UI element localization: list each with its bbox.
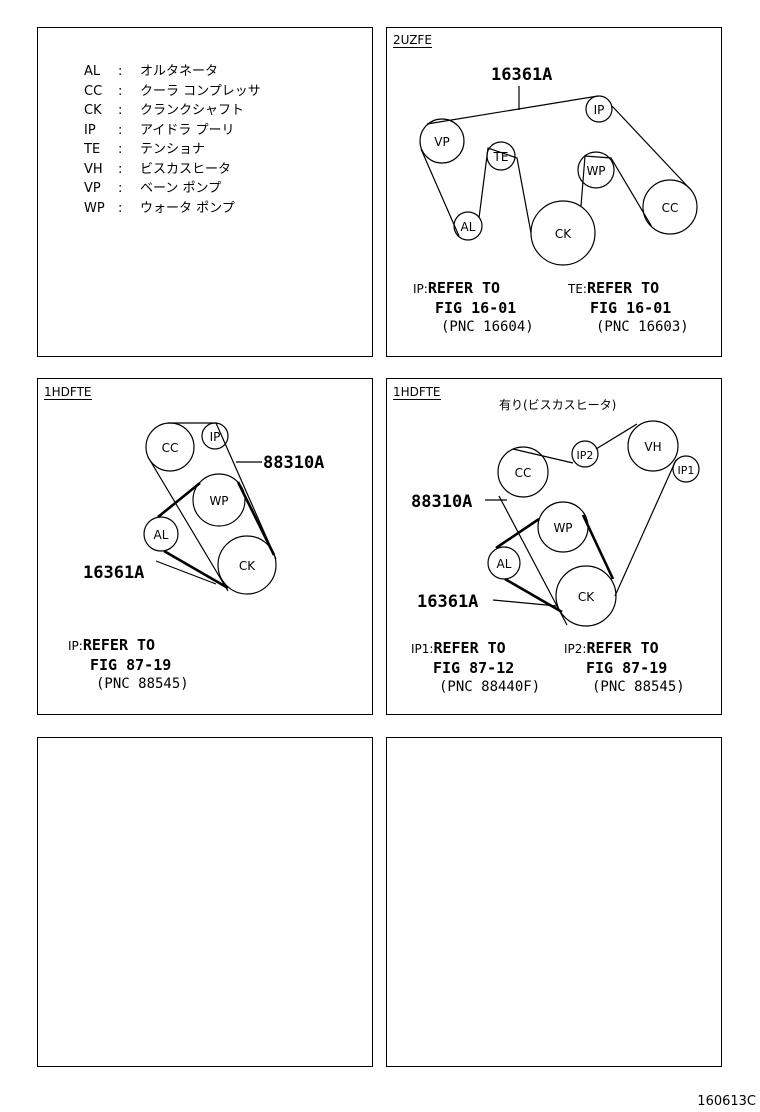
legend-sep: : [118,181,123,196]
legend-name: クーラ コンプレッサ [140,83,261,99]
belt-path-inner [495,514,615,614]
part-number: 16361A [491,65,552,85]
pulley-label-cc: CC [515,466,532,480]
pulley-label-wp: WP [553,521,572,535]
pulley-label-wp: WP [209,494,228,508]
legend-name: ビスカスヒータ [140,161,232,177]
pulley-label-al: AL [461,220,476,234]
legend-row: CK: クランクシャフト [84,101,261,121]
legend-name: ウォータ ポンプ [140,200,235,216]
pulley-label-vp: VP [434,135,449,149]
pulley-label-ip2: IP2 [577,449,594,462]
pulley-label-te: TE [493,150,509,164]
pulley-label-al: AL [154,528,169,542]
part-number-88310a: 88310A [263,453,324,473]
leader-line [485,499,558,607]
belt-path [420,95,692,237]
legend-panel: AL: オルタネータ CC: クーラ コンプレッサ CK: クランクシャフト IP: ア… [37,27,373,357]
reference-ip2: IP2:REFER TO FIG 87-19 (PNC 88545) [564,639,685,695]
reference-ip1: IP1:REFER TO FIG 87-12 (PNC 88440F) [411,639,541,695]
pulley-vp [419,118,465,164]
part-number-16361a: 16361A [417,592,478,612]
pulley-vh [627,420,679,472]
legend-name: テンショナ [140,142,206,157]
pulley-ck [555,565,617,627]
belt-path-outer [498,423,677,626]
diagram-1hdfte-vh-panel: 1HDFTE 有り(ビスカスヒータ) CC IP2 VH IP1 WP AL C… [386,378,722,715]
legend-code: AL [84,64,101,79]
pulley-label-ck: CK [578,590,595,604]
pulley-cc [497,446,549,498]
legend-sep: : [118,83,123,99]
pulley-label-ck: CK [555,227,572,241]
pulley-cc [642,179,698,235]
empty-panel-left [37,737,373,1067]
empty-panel-right [386,737,722,1067]
leader-line [155,461,262,585]
pulley-ip2 [571,440,599,468]
pulley-al [487,546,521,580]
legend-row: VH: ビスカスヒータ [84,160,261,180]
pulley-label-wp: WP [586,164,605,178]
belt-diagram-1hdfte: CC IP WP AL CK 88310A 16361A [83,422,324,595]
pulley-wp [577,151,615,189]
legend-name: クランクシャフト [140,103,245,118]
legend-code: VH [84,161,103,177]
figure-code: 160613C [697,1094,756,1109]
legend-code: IP [84,122,96,138]
pulley-label-ip: IP [594,103,605,117]
engine-tag: 1HDFTE [44,385,92,400]
reference-ip: IP:REFER TO FIG 87-19 (PNC 88545) [68,636,189,692]
legend-row: CC: クーラ コンプレッサ [84,82,261,102]
pulley-label-ip: IP [210,430,221,444]
legend-name: オルタネータ [140,64,219,79]
legend-sep: : [118,200,123,216]
legend-code: TE [84,142,101,157]
legend-row: VP: ベーン ポンプ [84,179,261,199]
belt-diagram-1hdfte-vh: CC IP2 VH IP1 WP AL CK 88310A 16361A [411,420,700,627]
legend-sep: : [118,122,123,138]
reference-te: TE:REFER TO FIG 16-01 (PNC 16603) [568,279,689,335]
pulley-ip1 [672,455,700,483]
part-number-88310a: 88310A [411,492,472,512]
pulley-label-cc: CC [662,201,679,215]
legend-name: アイドラ プーリ [140,122,235,138]
legend-code: CC [84,83,103,99]
belt-diagram-2uzfe: IP VP TE AL CK WP CC 16361A [419,65,698,266]
part-number-16361a: 16361A [83,563,144,583]
pulley-ck [217,535,277,595]
pulley-label-al: AL [497,557,512,571]
reference-ip: IP:REFER TO FIG 16-01 (PNC 16604) [413,279,534,335]
legend-list: AL: オルタネータ CC: クーラ コンプレッサ CK: クランクシャフト IP: ア… [84,62,261,218]
legend-row: AL: オルタネータ [84,62,261,82]
legend-code: VP [84,181,101,196]
pulley-label-vh: VH [644,440,661,454]
pulley-label-cc: CC [162,441,179,455]
engine-tag: 2UZFE [393,33,432,48]
legend-sep: : [118,142,123,157]
legend-code: CK [84,103,102,118]
engine-tag: 1HDFTE [393,385,441,400]
pulley-ip [585,95,613,123]
legend-code: WP [84,200,105,216]
pulley-wp [192,473,246,527]
pulley-label-ip1: IP1 [678,464,695,477]
legend-row: IP: アイドラ プーリ [84,121,261,141]
diagram-1hdfte-panel: 1HDFTE CC IP WP AL CK 88310A 16361A IP:R… [37,378,373,715]
belt-path-outer [147,422,277,592]
legend-sep: : [118,64,123,79]
legend-row: WP: ウォータ ポンプ [84,199,261,219]
legend-row: TE: テンショナ [84,140,261,160]
pulley-label-ck: CK [239,559,256,573]
legend-name: ベーン ポンプ [140,181,222,196]
legend-sep: : [118,103,123,118]
diagram-2uzfe-panel: 2UZFE IP VP TE AL CK WP CC 16361A IP:REF… [386,27,722,357]
belt-path-inner [157,481,276,590]
pulley-al [143,516,179,552]
legend-sep: : [118,161,123,177]
variant-note: 有り(ビスカスヒータ) [499,398,617,412]
